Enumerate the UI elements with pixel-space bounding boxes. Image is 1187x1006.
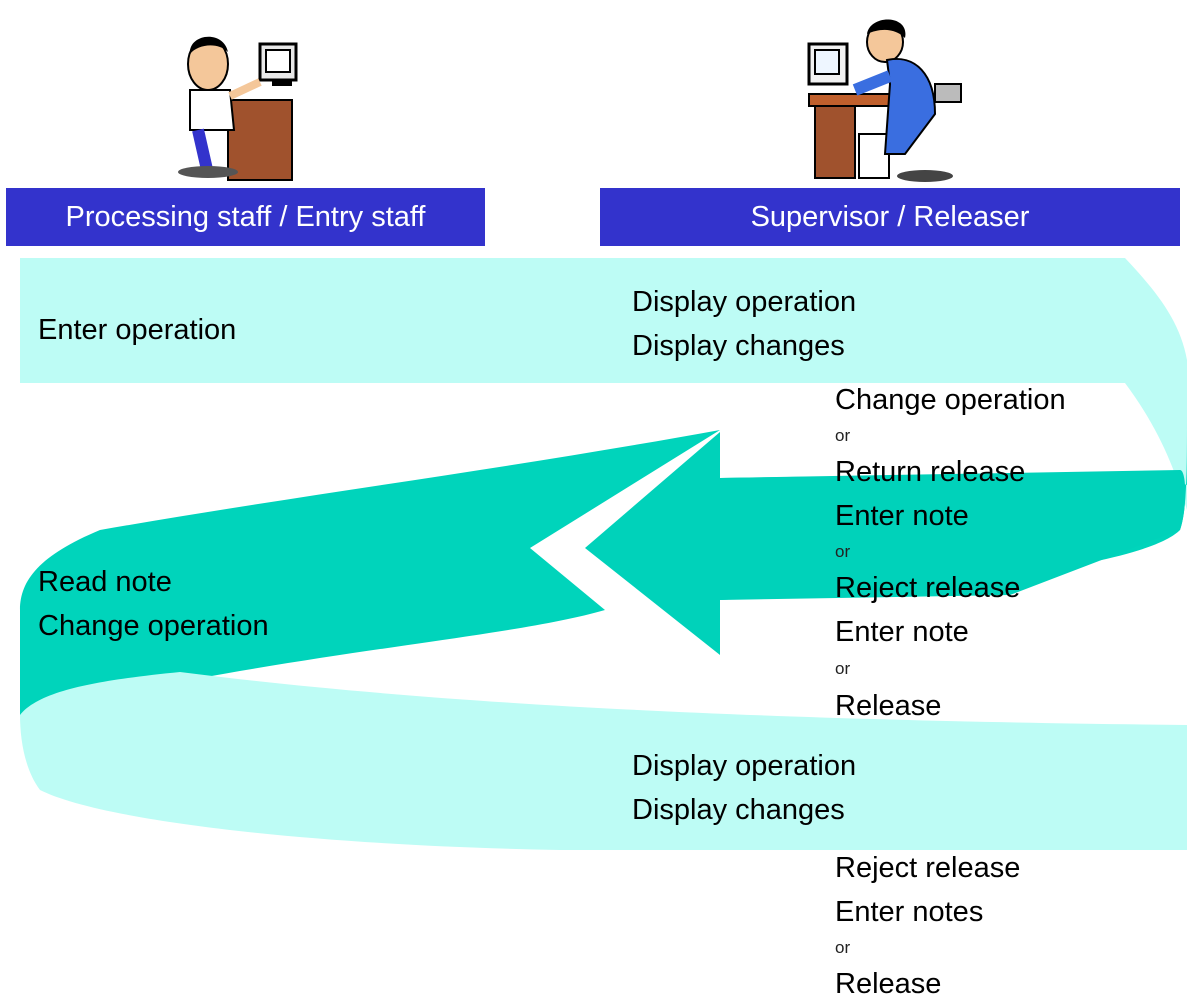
step-display-2-line: Display changes (632, 794, 845, 826)
review-1-line: Change operation (835, 384, 1066, 416)
person-at-computer-icon (168, 4, 318, 184)
step-display-1-line: Display operation (632, 286, 857, 318)
review-1-line: Release (835, 690, 942, 722)
return-arrow (585, 432, 1186, 655)
step-display-2-line: Display operation (632, 750, 857, 782)
step-display-1-line: Display changes (632, 330, 845, 362)
review-1-line: Reject release (835, 572, 1021, 604)
read-change-line: Change operation (38, 610, 269, 642)
step-review-1: Change operation or Return release Enter… (835, 378, 1066, 728)
review-1-or: or (835, 426, 851, 445)
review-2-or: or (835, 938, 851, 957)
supervisor-at-desk-icon (807, 19, 962, 182)
review-2-line: Reject release (835, 852, 1021, 884)
review-1-or: or (835, 659, 851, 678)
read-change-line: Read note (38, 566, 172, 598)
role-banner-processing-staff: Processing staff / Entry staff (6, 188, 485, 246)
review-1-or: or (835, 542, 851, 561)
review-1-line: Enter note (835, 616, 969, 648)
loop-band-top (20, 258, 1187, 510)
review-1-line: Enter note (835, 500, 969, 532)
loop-band-bottom-turn (20, 672, 1187, 850)
role-banner-supervisor: Supervisor / Releaser (600, 188, 1180, 246)
step-display-2: Display operation Display changes (632, 744, 856, 832)
review-2-line: Enter notes (835, 896, 984, 928)
step-read-change: Read note Change operation (38, 560, 269, 648)
step-enter-operation: Enter operation (38, 314, 237, 346)
review-2-line: Release (835, 968, 942, 1000)
step-display-1: Display operation Display changes (632, 280, 856, 368)
step-review-2: Reject release Enter notes or Release (835, 846, 1020, 1006)
review-1-line: Return release (835, 456, 1026, 488)
loop-band-left (20, 430, 720, 715)
